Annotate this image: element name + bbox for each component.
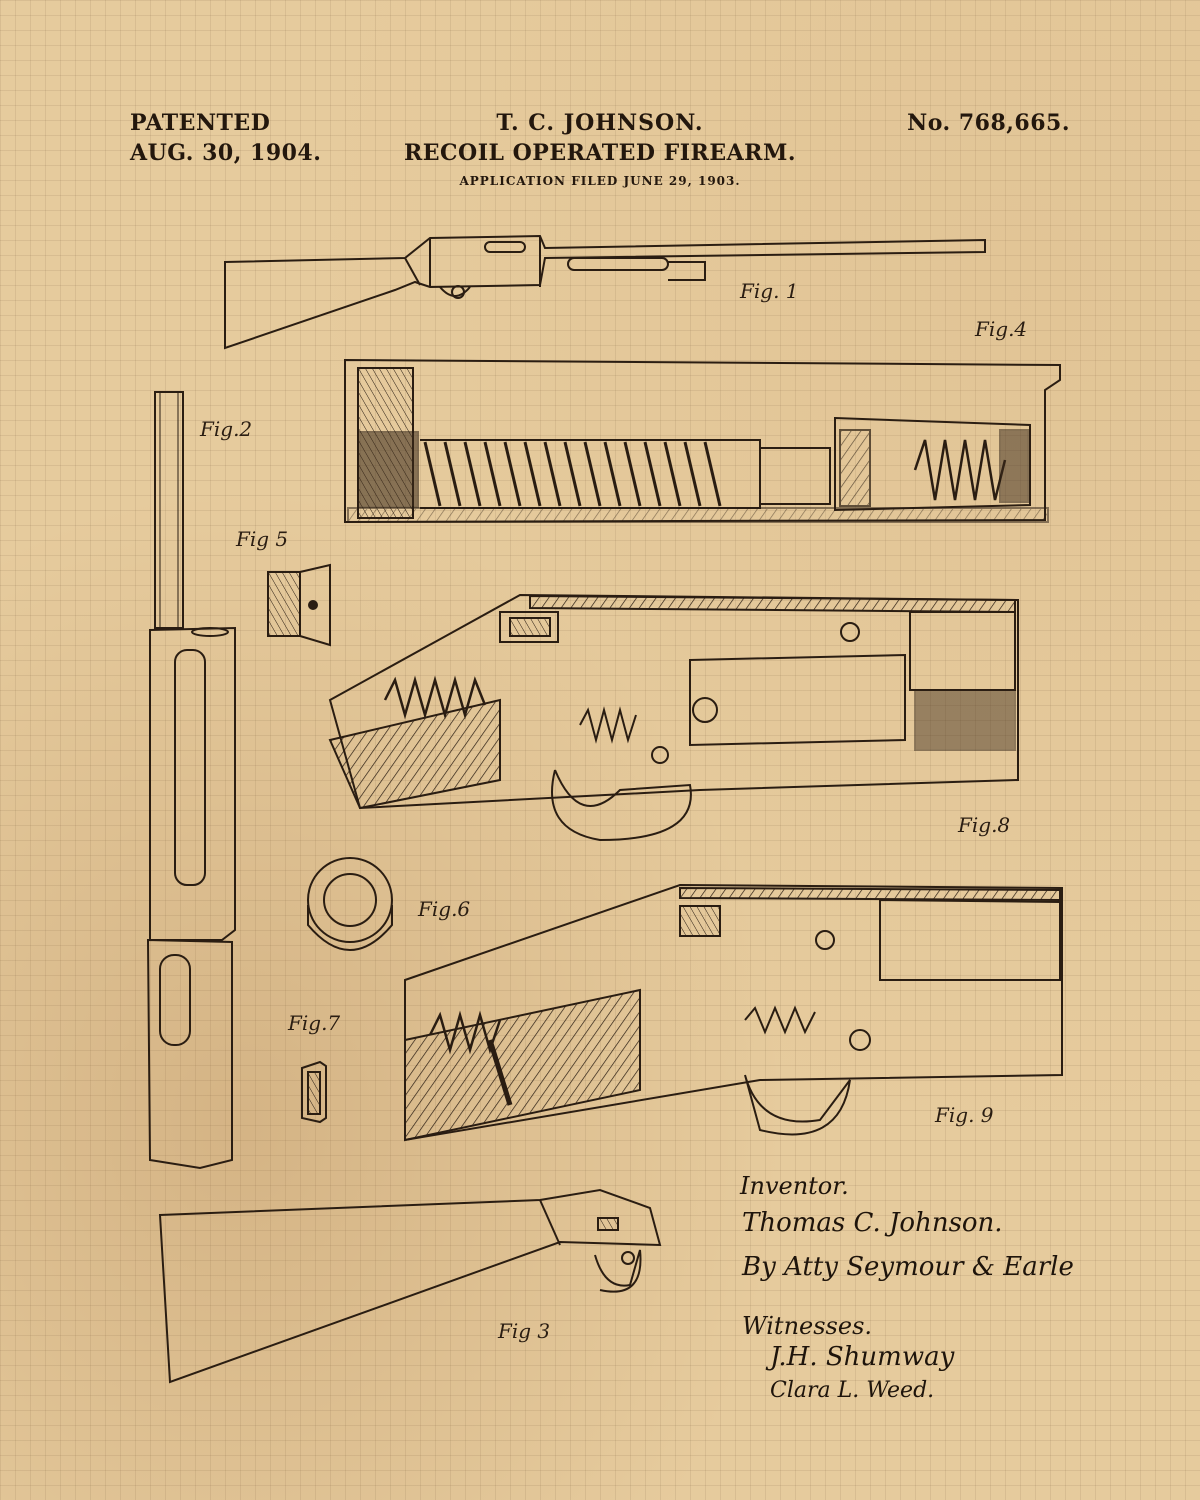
patented-label: PATENTED — [130, 110, 271, 136]
fig3-label: Fig 3 — [497, 1319, 550, 1343]
fig6-drawing — [307, 857, 393, 951]
inventor-header: T. C. JOHNSON. — [496, 110, 704, 136]
inventor-label: Inventor. — [740, 1172, 849, 1200]
fig9-drawing — [404, 883, 1063, 1142]
application-date: APPLICATION FILED JUNE 29, 1903. — [459, 174, 741, 188]
fig8-drawing — [328, 593, 1019, 842]
fig4-drawing — [344, 358, 1061, 524]
witness-signature-2: Clara L. Weed. — [770, 1378, 935, 1403]
fig5-label: Fig 5 — [235, 527, 288, 551]
fig9-label: Fig. 9 — [934, 1103, 994, 1127]
fig4-label: Fig.4 — [974, 317, 1027, 341]
fig2-label: Fig.2 — [199, 417, 252, 441]
witnesses-label: Witnesses. — [742, 1312, 873, 1340]
patent-date: AUG. 30, 1904. — [130, 140, 322, 166]
fig8-label: Fig.8 — [957, 813, 1010, 837]
attorney-signature: By Atty Seymour & Earle — [742, 1252, 1074, 1282]
fig7-label: Fig.7 — [287, 1011, 340, 1035]
fig5-drawing — [267, 563, 331, 647]
fig1-drawing — [224, 234, 986, 350]
fig7-drawing — [301, 1060, 327, 1124]
fig2-drawing — [146, 391, 236, 1170]
fig3-drawing — [158, 1188, 662, 1384]
witness-signature-1: J.H. Shumway — [770, 1342, 955, 1372]
inventor-signature: Thomas C. Johnson. — [742, 1208, 1003, 1238]
fig1-label: Fig. 1 — [739, 279, 799, 303]
fig6-label: Fig.6 — [417, 897, 470, 921]
patent-number: No. 768,665. — [907, 110, 1070, 136]
patent-title: RECOIL OPERATED FIREARM. — [404, 140, 796, 166]
